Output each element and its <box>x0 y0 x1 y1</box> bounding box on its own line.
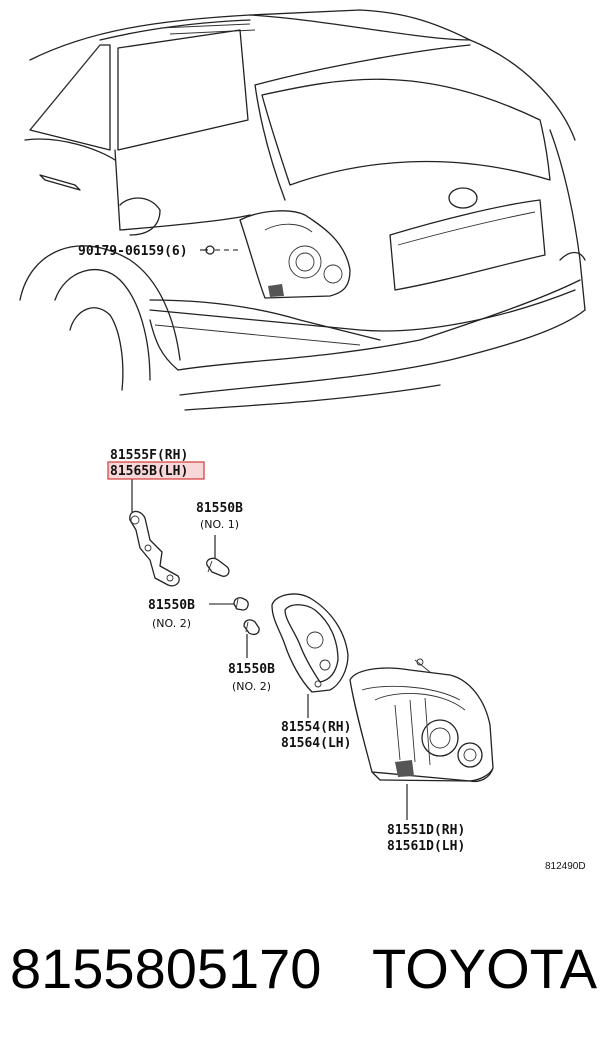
label-bulb2b: 81550B <box>228 662 275 677</box>
label-bulb2a: 81550B <box>148 598 195 613</box>
label-lamp-lh: 81561D(LH) <box>387 839 465 854</box>
bulb-no1-part <box>206 557 230 577</box>
label-socket-lh: 81565B(LH) <box>110 464 188 479</box>
highlight-box <box>107 461 205 480</box>
bulb-no2b-part <box>243 619 260 635</box>
label-gasket-rh: 81554(RH) <box>281 720 351 735</box>
label-bulb2b-no: (NO. 2) <box>232 680 271 693</box>
leader-lines <box>131 249 408 820</box>
tail-lamp-part <box>349 658 494 783</box>
gasket-part <box>271 593 349 693</box>
brand-name: TOYOTA <box>372 937 598 1000</box>
labels: 90179-06159(6) 81555F(RH) 81565B(LH) 815… <box>78 244 586 872</box>
footer: 8155805170 TOYOTA <box>10 937 598 1000</box>
part-number: 8155805170 <box>10 937 321 1000</box>
label-bulb2a-no: (NO. 2) <box>152 617 191 630</box>
vehicle-rear-illustration <box>19 9 586 411</box>
illustration-code: 812490D <box>545 861 586 872</box>
label-bolt: 90179-06159(6) <box>78 244 188 259</box>
label-lamp-rh: 81551D(RH) <box>387 823 465 838</box>
label-bulb1: 81550B <box>196 501 243 516</box>
socket-and-wire-part <box>129 510 180 587</box>
label-bulb1-no: (NO. 1) <box>200 518 239 531</box>
label-socket-rh: 81555F(RH) <box>110 448 188 463</box>
bulb-no2a-part <box>233 597 249 611</box>
label-gasket-lh: 81564(LH) <box>281 736 351 751</box>
